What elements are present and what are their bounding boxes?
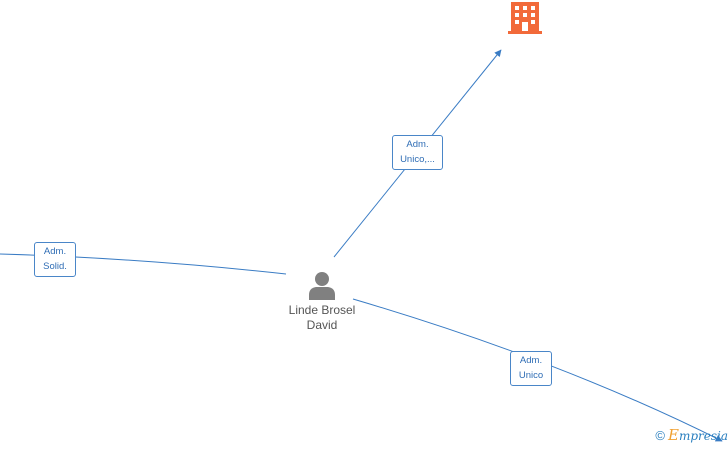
- building-icon: [508, 2, 542, 34]
- edge-label-bottom-right-role[interactable]: Adm. Unico: [510, 351, 552, 386]
- copyright-symbol: ©: [655, 428, 665, 443]
- person-icon: [309, 272, 335, 300]
- brand-name: mpresia: [678, 429, 728, 443]
- edge-label-line2: Solid.: [43, 261, 67, 272]
- copyright-watermark: ©Empresia: [655, 426, 728, 444]
- person-node[interactable]: Linde Brosel David: [270, 270, 374, 333]
- edge-label-line1: Adm.: [519, 355, 543, 366]
- edge-label-line1: Adm.: [43, 246, 67, 257]
- company-node[interactable]: [508, 0, 544, 36]
- person-name: Linde Brosel David: [270, 303, 374, 333]
- edge-label-line1: Adm.: [406, 139, 429, 150]
- edge-label-line2: Unico,...: [400, 154, 435, 165]
- person-name-line2: David: [306, 318, 338, 332]
- edge-label-left-role[interactable]: Adm. Solid.: [34, 242, 76, 277]
- person-name-line1: Linde Brosel: [288, 303, 356, 317]
- edge-label-line2: Unico: [518, 370, 544, 381]
- brand-initial: E: [667, 426, 679, 444]
- edge-label-company-role[interactable]: Adm. Unico,...: [392, 135, 443, 170]
